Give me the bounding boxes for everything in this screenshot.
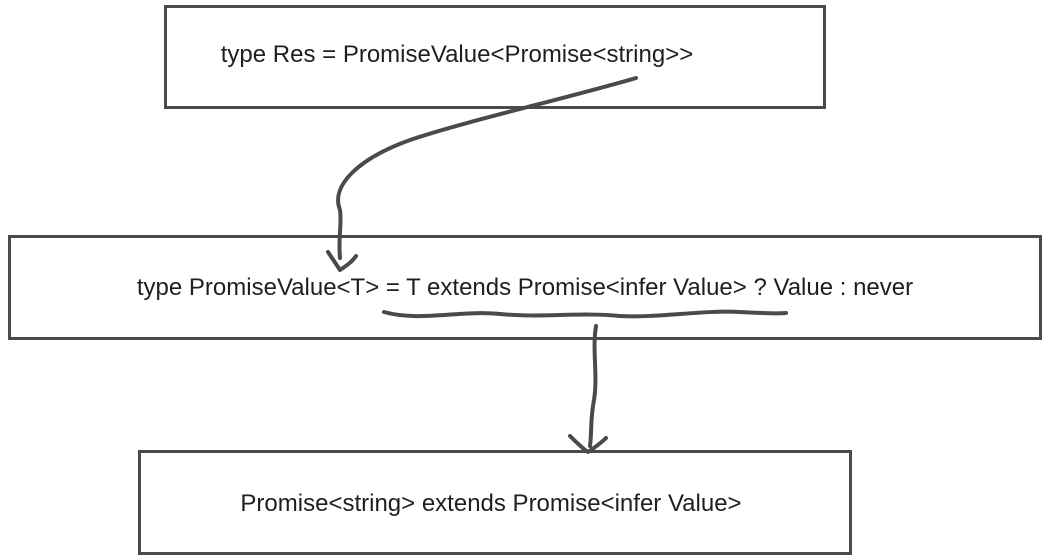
top-box: type Res = PromiseValue<Promise<string>> [164, 5, 826, 109]
top-box-code: type Res = PromiseValue<Promise<string>> [220, 41, 694, 68]
bottom-box-code: Promise<string> extends Promise<infer Va… [240, 489, 742, 517]
bottom-box: Promise<string> extends Promise<infer Va… [138, 450, 852, 555]
middle-box: type PromiseValue<T> = T extends Promise… [8, 235, 1042, 340]
middle-box-code: type PromiseValue<T> = T extends Promise… [136, 273, 914, 301]
arrow-middle-to-bottom [588, 324, 598, 448]
